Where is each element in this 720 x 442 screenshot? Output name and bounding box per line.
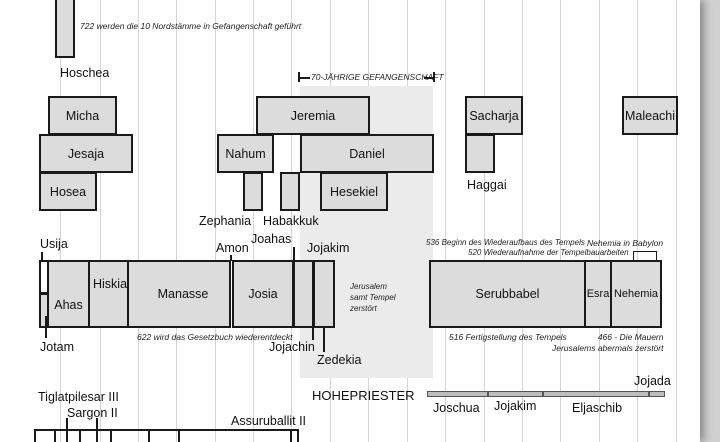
priests-div-2 <box>542 391 544 397</box>
grid-line <box>522 0 523 442</box>
hohepriester-heading: HOHEPRIESTER <box>312 388 415 403</box>
zedekia-label: Zedekia <box>317 353 362 367</box>
exile-marker-line-right <box>424 77 434 79</box>
habakkuk-bar <box>280 172 300 211</box>
usija-tick <box>41 252 43 262</box>
grid-line <box>291 0 292 442</box>
esra-box: Esra <box>584 260 612 328</box>
micha-box: Micha <box>48 96 117 135</box>
grid-line <box>445 0 446 442</box>
babylon-note: Nehemia in Babylon <box>587 238 664 248</box>
serubbabel-box: Serubbabel <box>429 260 586 328</box>
zedekia-tick <box>323 328 325 352</box>
grid-line <box>637 0 638 442</box>
jojachin-label: Jojachin <box>269 340 315 354</box>
hiskia-label: Hiskia <box>93 277 128 291</box>
hesekiel-box: Hesekiel <box>320 172 388 211</box>
assyria-div-1 <box>54 429 56 442</box>
assyria-div-5 <box>110 429 112 442</box>
assyria-div-0 <box>34 429 36 442</box>
wiederaufnahme-note: 520 Wiederaufnahme der Tempelbauarbeiten <box>468 248 629 257</box>
habakkuk-label: Habakkuk <box>263 214 319 228</box>
gesetzbuch-note: 622 wird das Gesetzbuch wiederentdeckt <box>137 332 293 342</box>
jotam-label: Jotam <box>40 340 75 354</box>
assyria-div-7 <box>178 429 180 442</box>
hoschea-label: Hoschea <box>60 66 110 80</box>
timeline-canvas: 722 werden die 10 Nordstämme in Gefangen… <box>0 0 700 442</box>
jojada-label: Jojada <box>634 374 671 388</box>
joschua-label: Joschua <box>433 401 480 415</box>
jojakim-king-label: Jojakim <box>307 241 350 255</box>
assyria-top-line <box>34 429 298 431</box>
joahas-label: Joahas <box>251 232 292 246</box>
jojachin-tick <box>312 328 314 340</box>
eljaschib-label: Eljaschib <box>572 401 623 415</box>
daniel-box: Daniel <box>300 134 434 173</box>
mauern-note: 466 - Die Mauern Jerusalems abermals zer… <box>552 332 664 353</box>
grid-line <box>138 0 139 442</box>
assyria-div-4 <box>96 418 98 442</box>
assyria-div-9 <box>297 429 299 442</box>
exile-marker-line <box>298 77 310 79</box>
fertigstellung-note: 516 Fertigstellung des Tempels <box>449 332 567 342</box>
jojakim-box <box>293 260 314 328</box>
priests-div-1 <box>487 391 489 397</box>
grid-line <box>253 0 254 442</box>
jeremia-box: Jeremia <box>256 96 370 135</box>
priests-bar <box>427 391 665 397</box>
joahas-tick <box>293 247 295 261</box>
priests-div-3 <box>648 391 650 397</box>
beginn-note: 536 Beginn des Wiederaufbaus des Tempels <box>426 238 585 247</box>
maleachi-box: Maleachi <box>622 96 678 135</box>
grid-line <box>60 0 61 442</box>
grid-line <box>560 0 561 442</box>
gefangenschaft-note: 70-JÄHRIGE GEFANGENSCHAFT <box>311 72 444 82</box>
jotam-box <box>39 293 49 328</box>
josia-box: Josia <box>232 260 294 328</box>
babylon-bracket <box>633 251 657 260</box>
ahas-box: Ahas <box>47 260 90 328</box>
assyria-div-3 <box>79 429 81 442</box>
assyria-div-2 <box>66 418 68 442</box>
haggai-label: Haggai <box>467 178 507 192</box>
grid-line <box>215 0 216 442</box>
amon-label: Amon <box>216 241 249 255</box>
nordstaemme-note: 722 werden die 10 Nordstämme in Gefangen… <box>80 21 302 31</box>
hosea-box: Hosea <box>39 172 97 211</box>
usija-label: Usija <box>40 237 68 251</box>
jesaja-box: Jesaja <box>39 134 133 173</box>
assuruballit-label: Assuruballit II <box>231 414 307 428</box>
grid-line <box>676 0 677 442</box>
exile-marker-right <box>433 72 435 82</box>
sacharja-box: Sacharja <box>465 96 523 135</box>
hoschea-bar <box>55 0 75 58</box>
jerusalem-note: Jerusalem samt Tempel zerstört <box>350 282 396 313</box>
zephania-bar <box>243 172 263 211</box>
sargon-label: Sargon II <box>67 406 118 420</box>
zephania-label: Zephania <box>199 214 252 228</box>
zedekia-box <box>313 260 335 328</box>
manasse-box: Manasse <box>127 260 231 328</box>
grid-line <box>484 0 485 442</box>
assyria-div-6 <box>148 429 150 442</box>
amon-tick <box>230 255 232 261</box>
grid-line <box>100 0 101 442</box>
grid-line <box>176 0 177 442</box>
haggai-bar <box>465 134 495 173</box>
jojakim-priest-label: Jojakim <box>494 399 537 413</box>
jotam-tick <box>45 316 47 338</box>
nahum-box: Nahum <box>217 134 274 173</box>
assyria-div-8 <box>290 429 292 442</box>
usija-box <box>39 260 47 294</box>
nehemia-box: Nehemia <box>610 260 662 328</box>
grid-line <box>599 0 600 442</box>
tiglatpilesar-label: Tiglatpilesar III <box>38 390 119 404</box>
